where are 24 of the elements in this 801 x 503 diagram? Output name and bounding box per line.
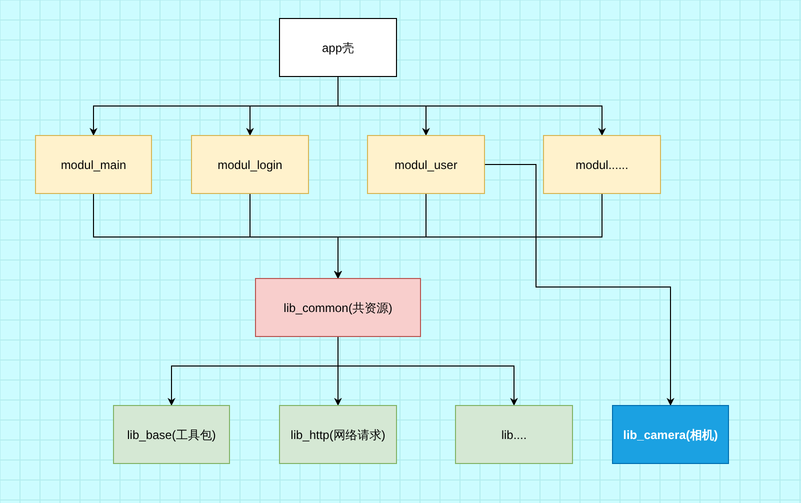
box-label: lib_base(工具包) [127, 426, 216, 444]
module-box [367, 135, 485, 194]
connector-arrow [484, 164, 674, 406]
box-label: modul_main [60, 156, 126, 174]
module-box [35, 135, 152, 194]
box-label: modul_user [394, 156, 458, 174]
connector-arrow [338, 336, 518, 406]
library-box [279, 405, 397, 464]
box-label: modul_login [218, 156, 282, 174]
library-box [255, 278, 421, 337]
library-box [455, 405, 573, 464]
library-box [612, 405, 729, 464]
box-label: lib.... [501, 426, 527, 444]
box-label: lib_common(共资源) [284, 300, 392, 316]
box-label: modul...... [576, 156, 628, 174]
library-box [113, 405, 230, 464]
app-box [279, 18, 397, 77]
box-label: lib_http(网络请求) [290, 426, 386, 444]
module-box [191, 135, 309, 194]
connector-arrow [334, 194, 602, 279]
connector-arrow [338, 76, 606, 136]
box-label: lib_camera(相机) [623, 426, 718, 444]
box-label: app壳 [322, 40, 354, 56]
module-box [543, 135, 661, 194]
